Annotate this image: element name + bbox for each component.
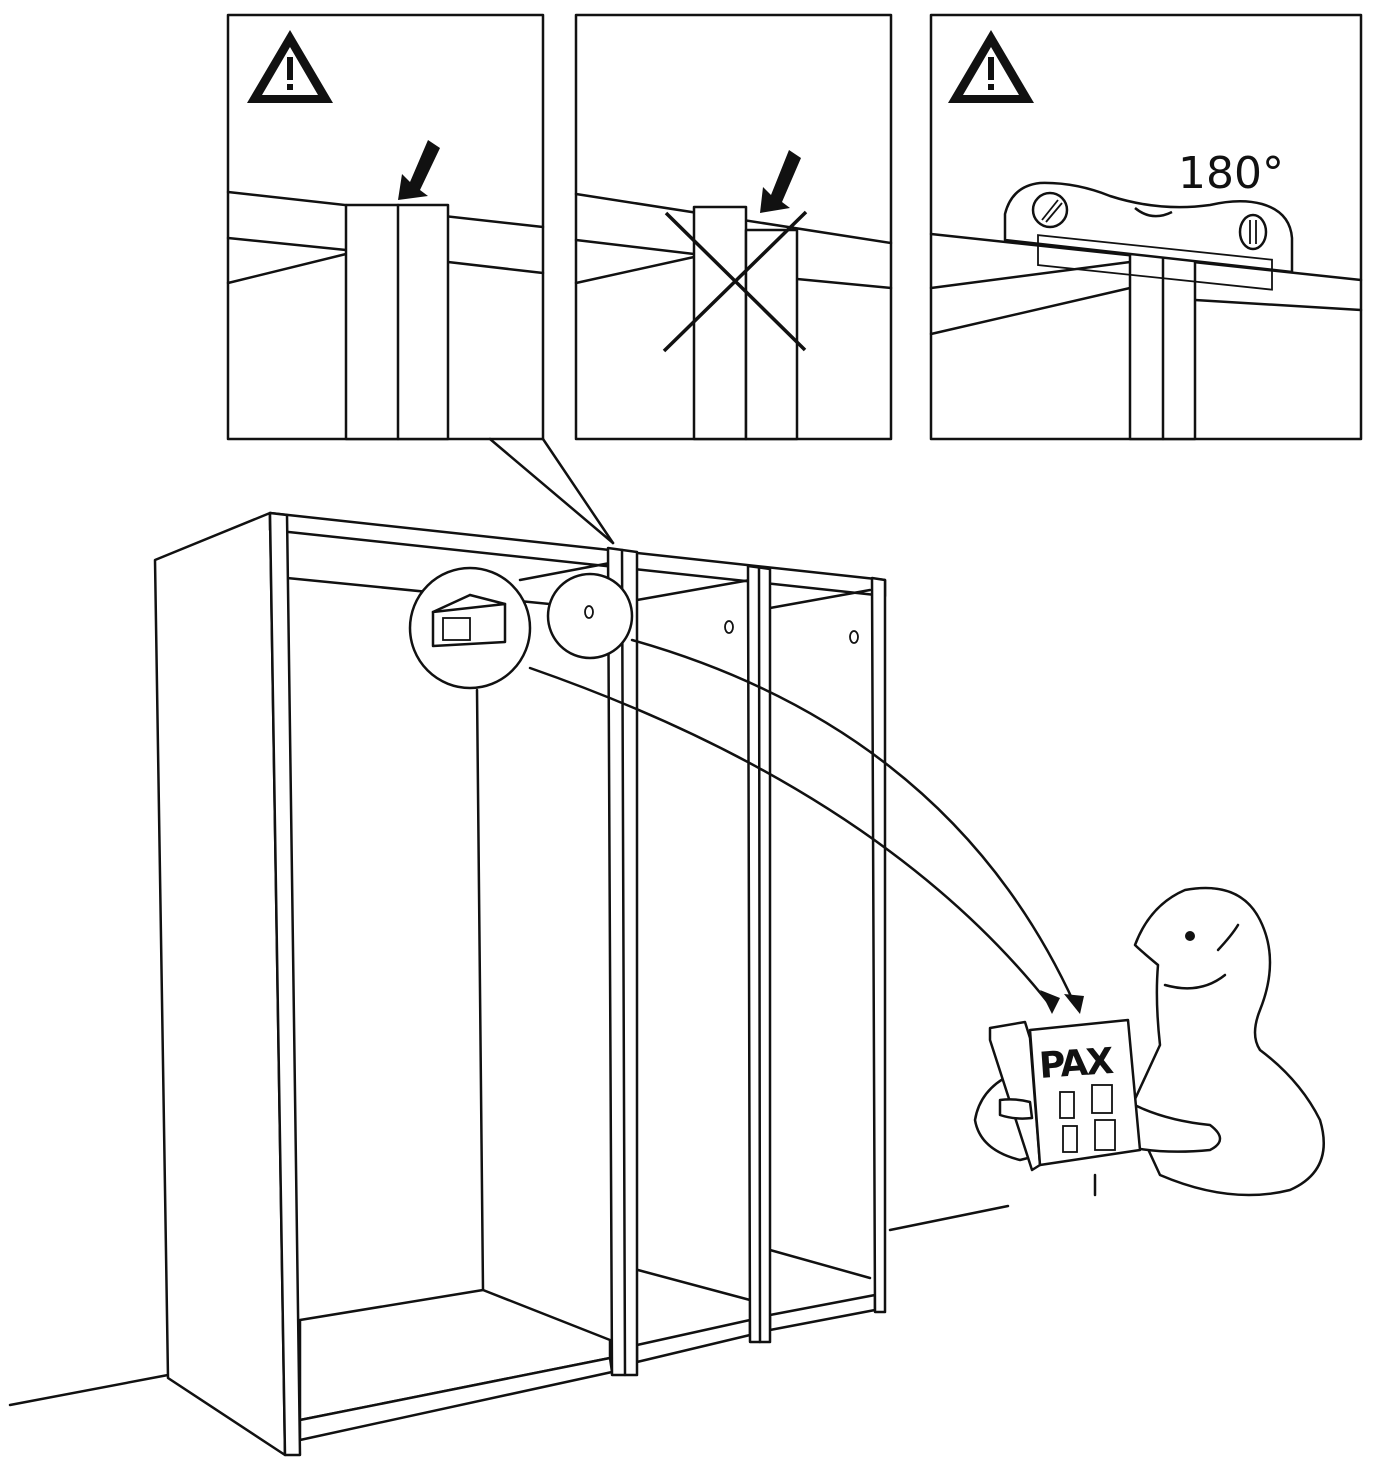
book-cover-icons [1059, 1084, 1116, 1153]
warning-icon [247, 30, 333, 103]
eye-icon [1185, 931, 1195, 941]
cross-out-icon [662, 210, 808, 353]
manual-book: PAX [988, 1018, 1142, 1172]
floor-line [8, 1204, 1010, 1407]
wardrobe-frames [153, 511, 887, 1457]
guidance-arrows [528, 638, 1084, 1014]
panel-incorrect-alignment [574, 13, 893, 441]
rotation-label: 180° [1178, 148, 1284, 199]
panel-rotate-bracket: 180° [929, 13, 1363, 441]
book-title: PAX [1038, 1041, 1116, 1087]
panel-correct-alignment [226, 13, 545, 441]
mounting-hole [724, 620, 734, 634]
arrow-pointer-icon [760, 150, 801, 213]
arrow-pointer-icon [398, 140, 440, 200]
detail-circle-hole [546, 572, 634, 660]
callout-pointer [488, 437, 615, 545]
mounting-hole [849, 630, 859, 644]
warning-icon [948, 30, 1034, 103]
wall-bracket [1003, 181, 1294, 291]
detail-circle-bracket [408, 566, 532, 690]
screw-icon [1238, 213, 1268, 251]
screw-icon [1031, 191, 1069, 229]
